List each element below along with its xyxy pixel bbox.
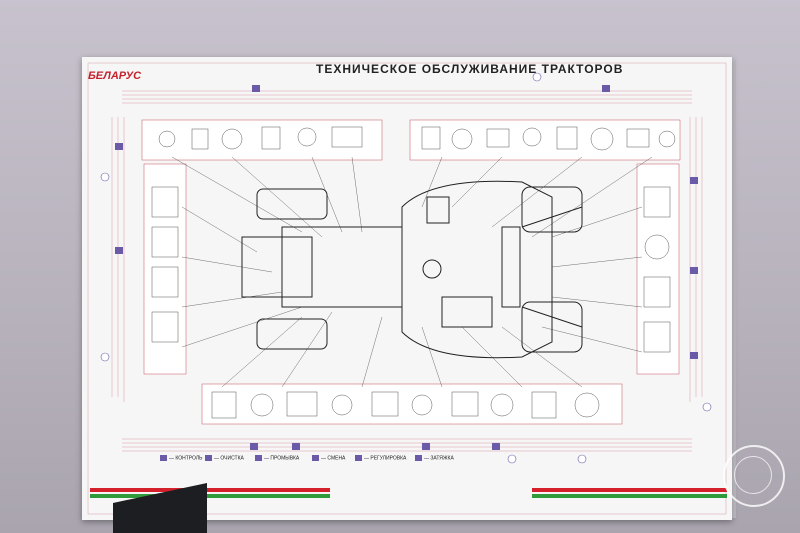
poster-graphic <box>87 62 727 515</box>
legend-cleaning: — ОЧИСТКА <box>205 455 244 461</box>
poster-title: ТЕХНИЧЕСКОЕ ОБСЛУЖИВАНИЕ ТРАКТОРОВ <box>316 62 624 76</box>
legend-symbol <box>415 455 422 461</box>
seal-watermark <box>723 445 785 507</box>
legend-tightening: — ЗАТЯЖКА <box>415 455 454 461</box>
legend-control: — КОНТРОЛЬ <box>160 455 202 461</box>
brand-name: БЕЛАРУС <box>88 70 142 82</box>
flag-stripe-green-left <box>90 494 330 498</box>
legend-flushing: — ПРОМЫВКА <box>255 455 299 461</box>
flag-stripe-red-right <box>532 488 727 492</box>
flag-stripe-green-right <box>532 494 727 498</box>
flag-stripe-red-left <box>90 488 330 492</box>
legend-symbol <box>355 455 362 461</box>
legend-replacement: — СМЕНА <box>312 455 345 461</box>
brand-logo: БЕЛАРУС <box>88 70 141 82</box>
poster <box>82 57 732 520</box>
legend-symbol <box>160 455 167 461</box>
legend-symbol <box>205 455 212 461</box>
legend-adjustment: — РЕГУЛИРОВКА <box>355 455 406 461</box>
legend-symbol <box>255 455 262 461</box>
legend-symbol <box>312 455 319 461</box>
